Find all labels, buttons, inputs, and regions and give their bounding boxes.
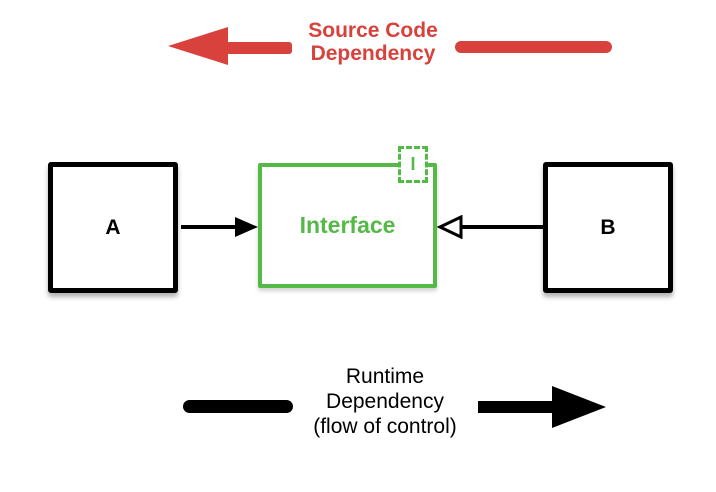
runtime-dependency-label-line3: (flow of control) — [313, 415, 457, 438]
box-interface: Interface — [258, 163, 437, 288]
box-a-label: A — [105, 215, 121, 239]
source-dependency-label-line1: Source Code — [308, 19, 438, 42]
box-b: B — [543, 162, 673, 293]
a-to-interface-filled-arrowhead-icon — [235, 217, 258, 237]
source-dependency-label: Source Code Dependency — [287, 19, 459, 65]
runtime-dependency-label-line1: Runtime — [345, 365, 425, 388]
interface-stereotype-badge: I — [398, 146, 428, 183]
runtime-dependency-arrow-shaft-left — [183, 400, 293, 413]
box-interface-label: Interface — [299, 212, 396, 238]
b-to-interface-open-arrowhead-icon — [436, 214, 463, 240]
source-dependency-left-arrowhead-icon — [168, 27, 228, 65]
box-a: A — [48, 162, 178, 293]
box-b-label: B — [600, 215, 616, 239]
runtime-dependency-label-line2: Dependency — [326, 390, 444, 413]
source-dependency-arrow-shaft-left — [224, 42, 292, 54]
runtime-dependency-right-arrowhead-icon — [552, 386, 606, 428]
interface-stereotype-letter: I — [410, 154, 416, 174]
b-to-interface-line — [461, 225, 543, 229]
runtime-dependency-label: Runtime Dependency (flow of control) — [295, 364, 475, 439]
runtime-dependency-arrow-shaft-right — [478, 401, 556, 413]
a-to-interface-line — [181, 225, 238, 229]
source-dependency-arrow-shaft-right — [455, 41, 612, 53]
source-dependency-label-line2: Dependency — [310, 42, 436, 65]
